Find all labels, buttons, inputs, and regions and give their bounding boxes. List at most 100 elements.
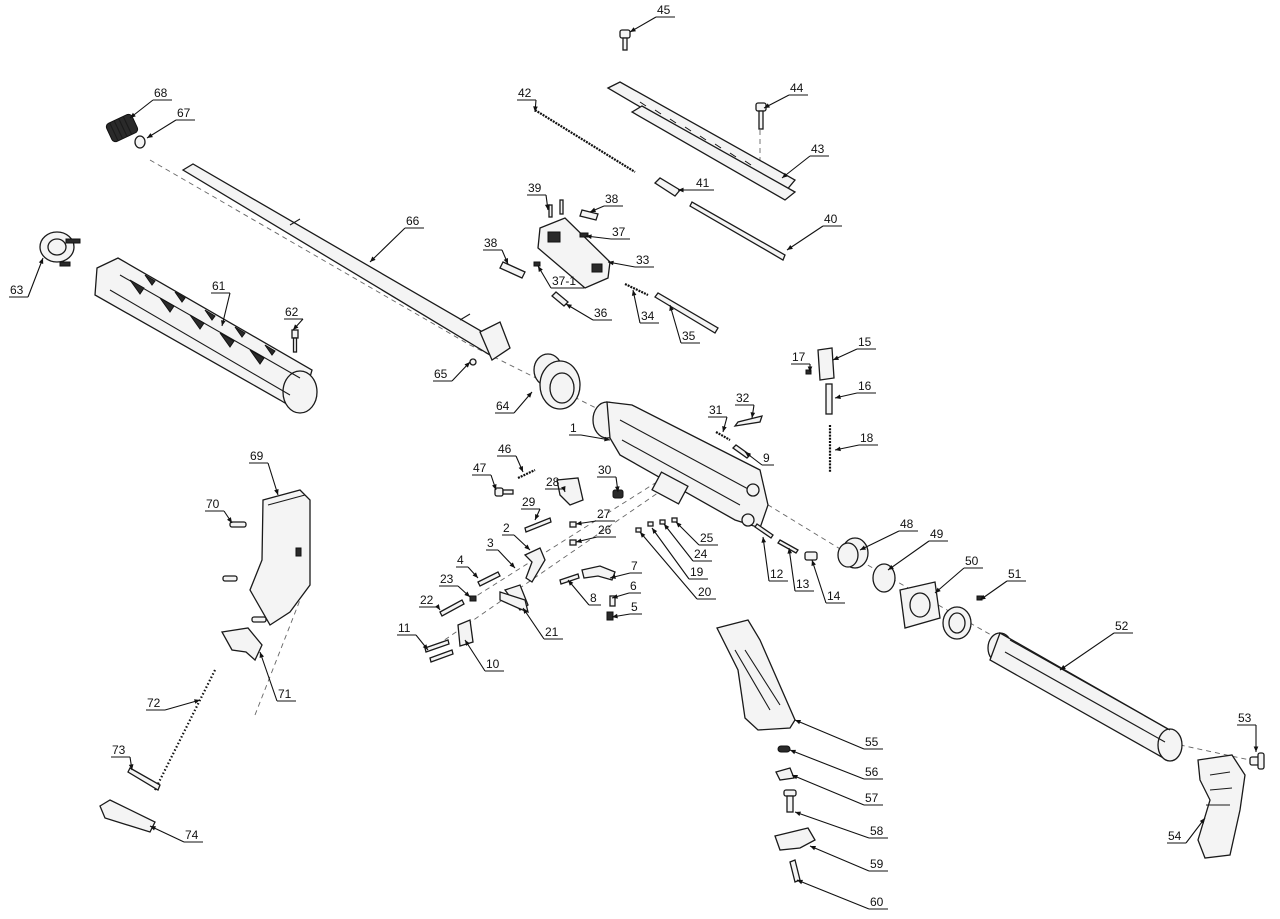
part-65-pin <box>469 358 477 366</box>
part-50-end-plate <box>899 581 941 629</box>
arrowhead <box>1199 818 1205 824</box>
callout-41: 41 <box>678 176 714 193</box>
part-69-magazine-body <box>249 489 311 626</box>
callout-73: 73 <box>111 743 134 771</box>
arrowhead <box>761 537 767 543</box>
part-54-buttstock <box>1197 754 1246 859</box>
callout-63: 63 <box>9 257 44 298</box>
arrowhead <box>888 564 894 570</box>
arrowhead <box>422 644 428 650</box>
leader-line <box>146 699 201 711</box>
part-73-pin <box>127 767 161 791</box>
arrowhead <box>524 544 530 550</box>
callout-number: 31 <box>709 403 723 417</box>
arrowhead <box>604 436 610 442</box>
part-2-hammer <box>523 547 546 583</box>
part-4-spring <box>477 571 501 587</box>
leader-line <box>9 257 44 298</box>
arrowhead <box>795 719 801 725</box>
callout-43: 43 <box>781 142 829 179</box>
arrowhead <box>128 764 134 770</box>
arrowhead <box>792 774 798 780</box>
callout-number: 66 <box>406 214 420 228</box>
callout-30: 30 <box>597 463 620 493</box>
callout-number: 36 <box>594 306 608 320</box>
callout-26: 26 <box>575 523 616 543</box>
callout-number: 24 <box>694 547 708 561</box>
arrowhead <box>764 103 770 108</box>
arrowhead <box>465 640 470 646</box>
arrowhead <box>750 412 756 418</box>
arrowhead <box>1060 664 1066 670</box>
part-55-pistol-grip <box>716 619 796 731</box>
callout-number: 28 <box>546 475 560 489</box>
leader-line <box>522 607 563 640</box>
arrowhead <box>533 106 538 112</box>
part-53-screw <box>1249 752 1265 770</box>
arrowhead <box>797 879 803 885</box>
callout-46: 46 <box>497 442 524 473</box>
callout-number: 43 <box>811 142 825 156</box>
callout-number: 9 <box>763 451 770 465</box>
callout-number: 11 <box>398 621 411 635</box>
leader-line <box>834 392 876 399</box>
leader-line <box>781 155 829 179</box>
leader-line <box>111 756 133 771</box>
callout-32: 32 <box>735 391 756 419</box>
arrowhead <box>790 749 796 755</box>
callout-21: 21 <box>522 607 563 640</box>
part-28-bolt-catch <box>556 477 584 506</box>
arrowhead <box>464 362 470 368</box>
callout-29: 29 <box>521 495 541 521</box>
callout-number: 69 <box>250 449 264 463</box>
callout-36: 36 <box>565 303 612 321</box>
part-22-23-pins <box>439 595 477 617</box>
callout-number: 64 <box>496 399 510 413</box>
part-71-follower <box>220 627 263 662</box>
part-70-pins <box>222 521 267 623</box>
part-34-spring <box>624 283 649 296</box>
leader-line <box>1059 632 1133 671</box>
arrowhead <box>518 466 523 472</box>
callout-number: 2 <box>503 521 510 535</box>
part-48-buffer <box>837 537 869 569</box>
callout-70: 70 <box>205 497 233 524</box>
leader-line <box>663 523 712 562</box>
arrowhead <box>293 324 299 330</box>
callout-number: 16 <box>858 379 872 393</box>
arrowhead <box>811 560 816 566</box>
part-10-safety <box>457 619 474 647</box>
callout-37: 37 <box>585 225 630 240</box>
arrowhead <box>274 489 279 495</box>
callout-number: 47 <box>473 461 487 475</box>
arrowhead <box>835 446 841 452</box>
part-12-13-pins <box>754 523 799 554</box>
arrowhead <box>544 204 550 210</box>
callout-number: 74 <box>185 828 199 842</box>
callout-58: 58 <box>794 811 888 839</box>
leader-line <box>146 119 195 139</box>
arrowhead <box>640 532 646 538</box>
callout-number: 56 <box>865 765 879 779</box>
arrowhead <box>523 608 529 614</box>
callout-number: 35 <box>682 329 696 343</box>
part-57-detent <box>775 767 795 781</box>
arrowhead <box>980 594 986 600</box>
leader-line <box>284 318 304 331</box>
callout-number: 26 <box>598 523 612 537</box>
callout-number: 38 <box>605 192 619 206</box>
part-72-magazine-spring <box>154 669 216 791</box>
callout-15: 15 <box>832 335 876 361</box>
callout-57: 57 <box>791 774 883 806</box>
callout-66: 66 <box>369 214 424 263</box>
part-58-screw <box>783 789 797 813</box>
part-74-base-plate <box>99 799 156 833</box>
leader-line <box>789 749 883 780</box>
leader-line <box>369 227 424 263</box>
callout-31: 31 <box>708 403 728 433</box>
callout-49: 49 <box>887 527 948 571</box>
part-37-spring <box>579 232 589 238</box>
part-5-8-pins <box>559 573 614 621</box>
callout-number: 53 <box>1238 711 1252 725</box>
callout-8: 8 <box>567 579 601 606</box>
